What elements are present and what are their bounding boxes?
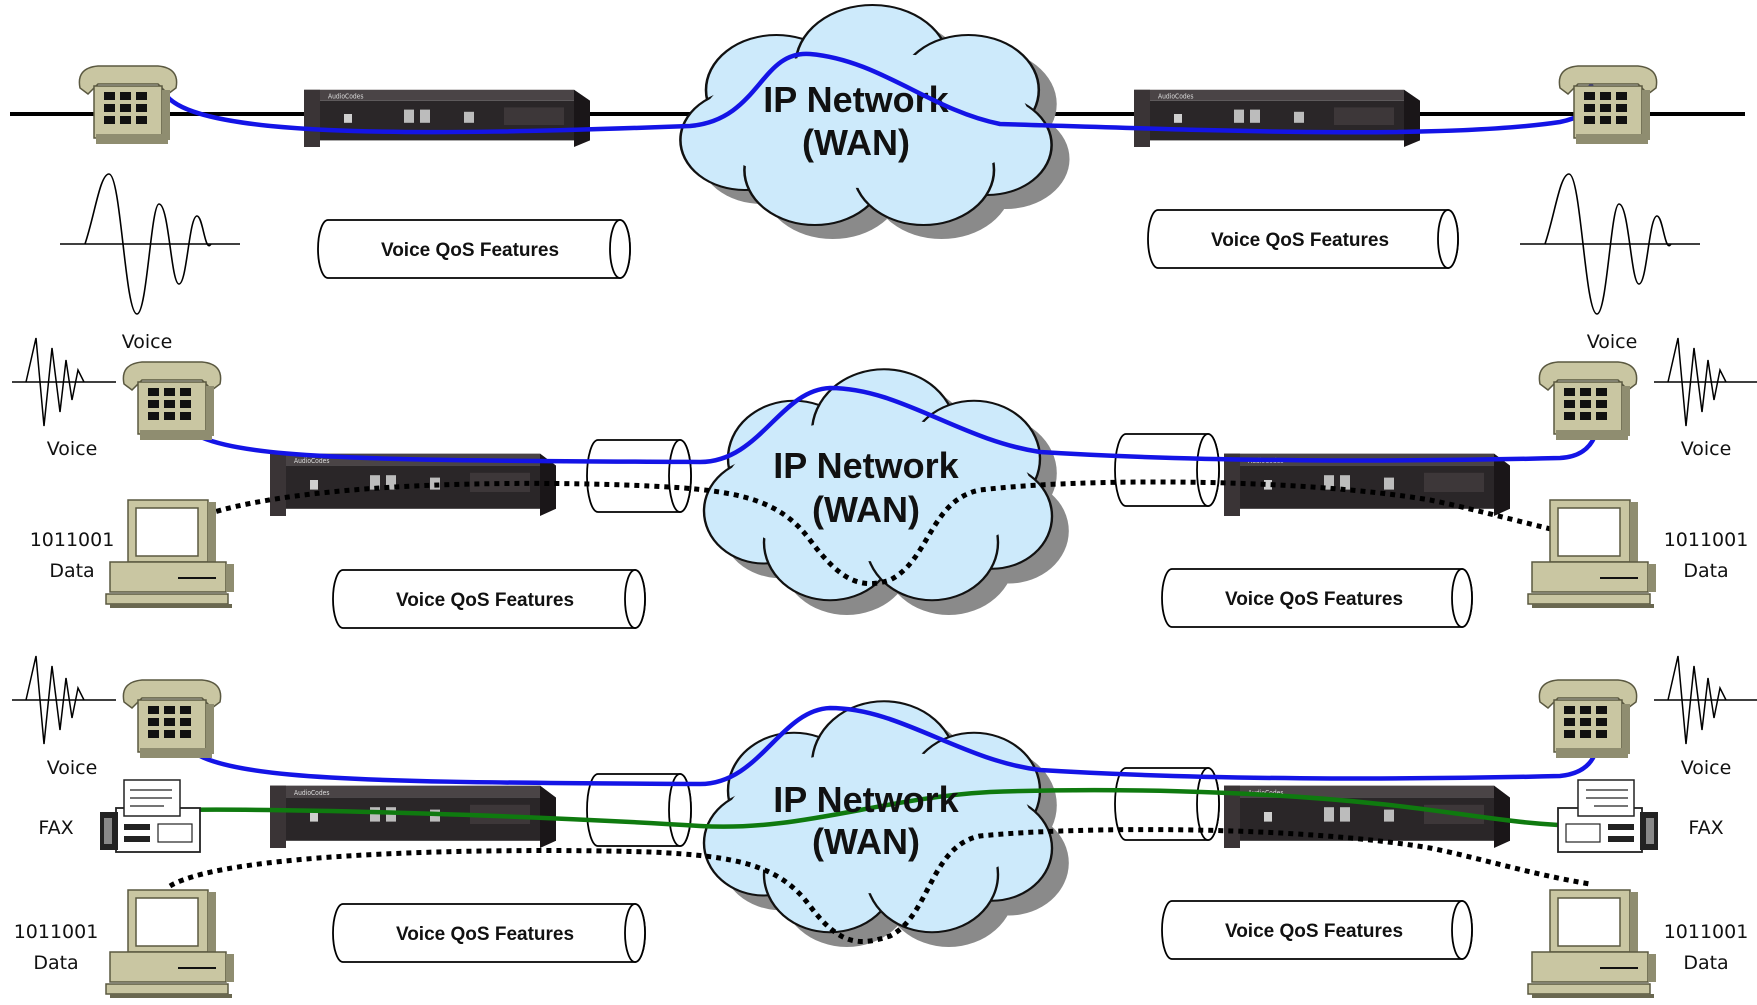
- qos-label: Voice QoS Features: [381, 240, 559, 261]
- pipe-icon: [1114, 767, 1220, 841]
- voice-waveform-icon: [11, 655, 117, 745]
- telephone-icon: [122, 679, 222, 759]
- data-label: Data: [49, 560, 94, 582]
- pipe-icon: [586, 773, 692, 847]
- qos-pipe-right: Voice QoS Features: [1161, 900, 1473, 960]
- fax-label: FAX: [1688, 817, 1723, 839]
- voice-path: [159, 51, 1596, 135]
- telephone-icon: [122, 361, 222, 441]
- data-bits-label: 1011001: [1664, 529, 1749, 551]
- cloud-label-line1: IP Network: [773, 779, 959, 820]
- voice-waveform-icon: [1653, 655, 1757, 745]
- data-bits-label: 1011001: [14, 921, 99, 943]
- panel-voice-fax-data: IP Network (WAN) Voice Voice FAX FAX 101…: [11, 655, 1757, 999]
- telephone-icon: [78, 65, 178, 145]
- gateway-device-icon: [1134, 89, 1420, 147]
- computer-icon: [1527, 499, 1657, 609]
- cloud-label-line2: (WAN): [812, 489, 920, 530]
- qos-pipe-left: Voice QoS Features: [332, 903, 646, 963]
- panel-voice-only: IP Network (WAN) Voice Voice Voice QoS F…: [10, 3, 1745, 353]
- data-label: Data: [1683, 952, 1728, 974]
- voice-waveform-icon: [11, 337, 117, 427]
- voice-waveform-icon: [1653, 337, 1757, 427]
- voice-label: Voice: [1681, 757, 1732, 779]
- voice-label: Voice: [122, 331, 173, 353]
- voice-label: Voice: [47, 757, 98, 779]
- computer-icon: [105, 889, 235, 999]
- qos-label: Voice QoS Features: [396, 924, 574, 945]
- qos-pipe-left: Voice QoS Features: [317, 219, 631, 279]
- pipe-icon: [586, 439, 692, 513]
- gateway-device-icon: [1224, 453, 1510, 516]
- telephone-icon: [1558, 65, 1658, 145]
- computer-icon: [1527, 889, 1657, 999]
- cloud-label-line1: IP Network: [773, 445, 959, 486]
- voice-path: [173, 705, 1600, 787]
- qos-label: Voice QoS Features: [396, 590, 574, 611]
- voice-waveform-icon: [59, 173, 241, 315]
- fax-label: FAX: [38, 817, 73, 839]
- data-bits-label: 1011001: [1664, 921, 1749, 943]
- voice-label: Voice: [47, 438, 98, 460]
- telephone-icon: [1538, 679, 1638, 759]
- data-label: Data: [33, 952, 78, 974]
- qos-pipe-left: Voice QoS Features: [332, 569, 646, 629]
- qos-pipe-right: Voice QoS Features: [1147, 209, 1459, 269]
- voice-waveform-icon: [1519, 173, 1701, 315]
- qos-label: Voice QoS Features: [1225, 589, 1403, 610]
- data-path: [168, 827, 1591, 944]
- qos-label: Voice QoS Features: [1211, 230, 1389, 251]
- voice-label: Voice: [1681, 438, 1732, 460]
- fax-path: [169, 787, 1593, 829]
- cloud-label-line2: (WAN): [802, 122, 910, 163]
- fax-icon: [1557, 779, 1659, 853]
- panel-voice-data: IP Network (WAN) Voice Voice 1011001 Dat…: [11, 337, 1757, 629]
- pipe-icon: [1114, 433, 1220, 507]
- voice-path: [173, 385, 1600, 465]
- computer-icon: [105, 499, 235, 609]
- voice-label: Voice: [1587, 331, 1638, 353]
- fax-icon: [99, 779, 201, 853]
- cloud-label-line1: IP Network: [763, 79, 949, 120]
- data-label: Data: [1683, 560, 1728, 582]
- telephone-icon: [1538, 361, 1638, 441]
- data-path: [160, 479, 1581, 587]
- qos-label: Voice QoS Features: [1225, 921, 1403, 942]
- qos-pipe-right: Voice QoS Features: [1161, 568, 1473, 628]
- cloud-label-line2: (WAN): [812, 821, 920, 862]
- gateway-device-icon: [304, 89, 590, 147]
- data-bits-label: 1011001: [30, 529, 115, 551]
